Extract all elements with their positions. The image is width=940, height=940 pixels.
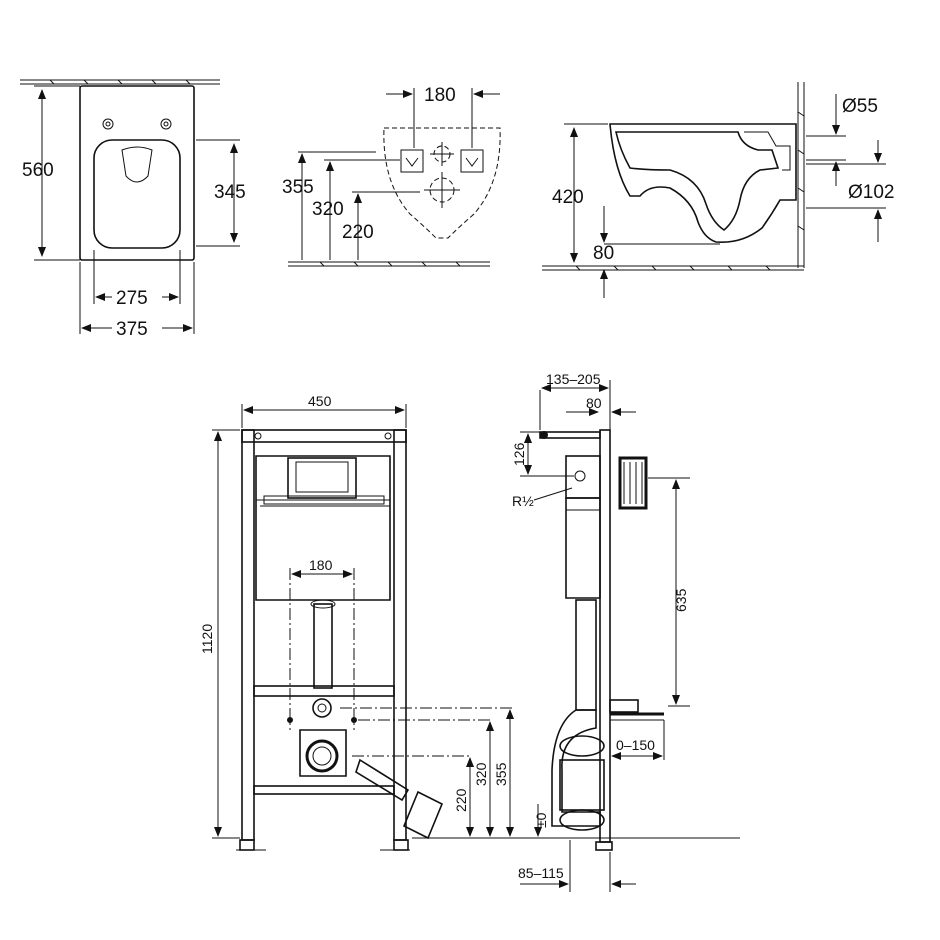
dim-220-top: 220 [342, 222, 374, 243]
dim-diam-55: Ø55 [842, 96, 878, 117]
dim-135-205: 135–205 [546, 371, 601, 387]
front-view-bowl: 560 345 275 375 [20, 79, 246, 340]
dim-220-frame: 220 [453, 788, 469, 812]
dim-80-side: 80 [593, 243, 614, 264]
dim-180-frame: 180 [309, 557, 333, 573]
top-view-fixing-pattern: 180 355 320 220 [282, 85, 501, 267]
dim-635: 635 [673, 588, 689, 612]
dim-diam-102: Ø102 [848, 182, 894, 203]
dim-560: 560 [22, 160, 54, 181]
dim-355-frame: 355 [493, 762, 509, 786]
dim-320-frame: 320 [473, 762, 489, 786]
dim-375: 375 [116, 319, 148, 340]
dim-320-top: 320 [312, 199, 344, 220]
thread-label: R½ [512, 493, 534, 509]
dim-355-top: 355 [282, 177, 314, 198]
dim-275: 275 [116, 288, 148, 309]
dim-126: 126 [511, 442, 527, 466]
dim-1120: 1120 [199, 624, 215, 654]
dim-420: 420 [552, 187, 584, 208]
side-view-bowl: 420 80 Ø55 Ø102 [542, 82, 894, 298]
dim-0-150: 0–150 [616, 737, 655, 753]
dim-80-frame: 80 [586, 395, 602, 411]
wall-line [20, 79, 220, 85]
dim-zero: ±0 [533, 812, 549, 828]
frame-side-view: 135–205 80 126 R½ 635 0–150 ±0 85–115 [511, 371, 690, 892]
frame-front-view: 180 450 1120 [199, 393, 740, 851]
dim-345: 345 [214, 182, 246, 203]
dim-450: 450 [308, 393, 332, 409]
dim-85-115: 85–115 [518, 865, 564, 881]
dim-180-top: 180 [424, 85, 456, 106]
